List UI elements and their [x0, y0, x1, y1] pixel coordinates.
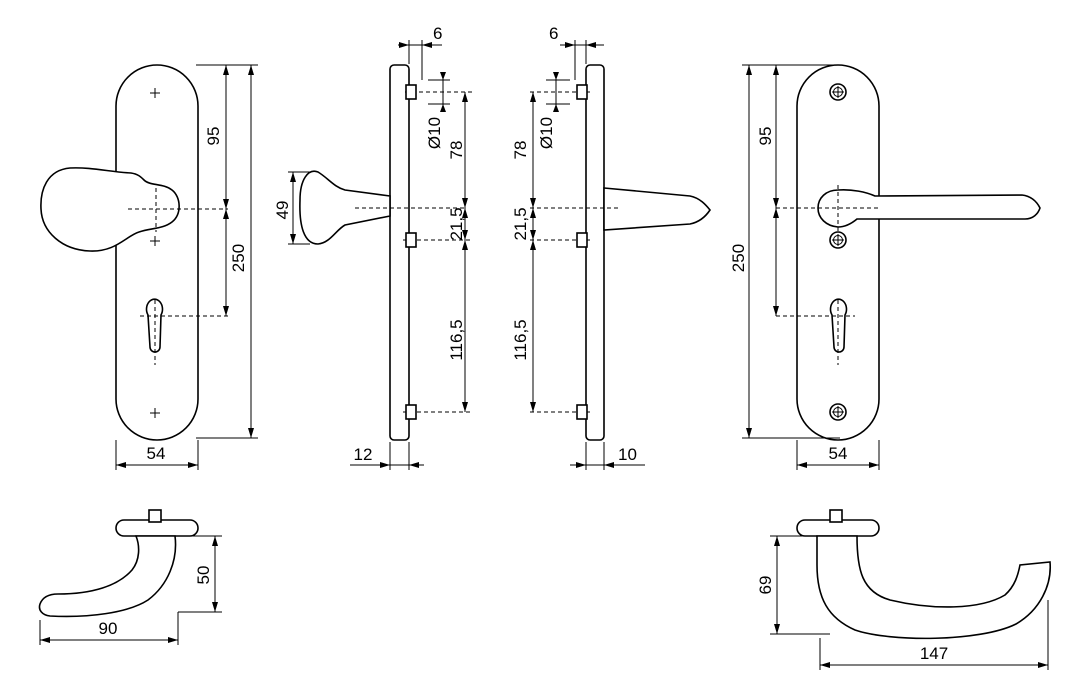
dim-54-left: 54 — [147, 444, 166, 463]
dim-147: 147 — [920, 644, 948, 663]
dim-12: 12 — [354, 445, 373, 464]
dim-54-right: 54 — [829, 444, 848, 463]
cylinder-center-line — [140, 300, 228, 365]
dim-250-left: 250 — [229, 244, 248, 272]
dim-d10-right: Ø10 — [537, 117, 556, 149]
dim-d10-left: Ø10 — [425, 117, 444, 149]
front-right-dimensions — [742, 64, 880, 470]
screw-mark — [150, 88, 160, 98]
knob-outline — [40, 167, 180, 252]
dim-116-5-right: 116,5 — [511, 319, 530, 360]
lever-center-line — [776, 185, 880, 232]
side-right-dimensions — [530, 40, 645, 470]
dim-90: 90 — [99, 619, 118, 638]
spindle — [148, 509, 162, 523]
screw-head — [829, 83, 847, 101]
top-view-lever-left — [38, 509, 199, 618]
lever-top-outline — [816, 535, 1051, 640]
mount-hole — [405, 232, 417, 248]
front-view-knob-plate — [40, 64, 228, 441]
cylinder-center-line — [776, 300, 855, 365]
spindle — [829, 509, 843, 523]
mount-hole — [576, 404, 588, 420]
front-left-dimensions — [115, 64, 258, 470]
dim-78-right: 78 — [511, 141, 530, 160]
cylinder-hole — [145, 298, 164, 353]
side-view-knob — [299, 64, 472, 441]
mount-hole — [576, 232, 588, 248]
screw-mark — [150, 408, 160, 418]
screw-head — [829, 403, 847, 421]
dim-95-right: 95 — [756, 127, 775, 146]
knob-center-line — [128, 188, 228, 232]
knob-side-outline — [299, 170, 391, 245]
screw-mark — [150, 236, 160, 246]
top-view-lever-right — [796, 509, 1051, 640]
dim-49: 49 — [273, 201, 292, 220]
mount-hole — [405, 84, 417, 100]
screw-head — [829, 231, 847, 249]
plate-side-outline — [389, 64, 410, 441]
dim-250-right: 250 — [729, 244, 748, 272]
dim-95-left: 95 — [204, 127, 223, 146]
dim-21-5-left: 21,5 — [447, 207, 466, 240]
lever-outline — [817, 189, 1041, 228]
front-view-lever-plate — [776, 64, 1041, 441]
side-left-dimensions — [288, 40, 468, 470]
dim-21-5-right: 21,5 — [511, 207, 530, 240]
dim-69: 69 — [756, 576, 775, 595]
lever-top-outline — [38, 535, 177, 618]
dim-6-left: 6 — [433, 24, 442, 43]
plate-side-outline — [585, 64, 605, 441]
mount-hole — [576, 84, 588, 100]
dim-6-right: 6 — [549, 24, 558, 43]
dim-78-left: 78 — [447, 141, 466, 160]
dim-116-5-left: 116,5 — [447, 319, 466, 360]
lever-right-dimensions — [770, 535, 1049, 670]
cylinder-hole — [829, 298, 848, 353]
dim-50: 50 — [194, 566, 213, 585]
backplate-outline — [796, 64, 880, 441]
lever-side-outline — [603, 187, 711, 231]
dim-10: 10 — [618, 445, 637, 464]
backplate-outline — [115, 64, 199, 441]
lever-left-dimensions — [39, 535, 222, 645]
mount-hole — [405, 404, 417, 420]
side-view-lever — [530, 64, 711, 441]
